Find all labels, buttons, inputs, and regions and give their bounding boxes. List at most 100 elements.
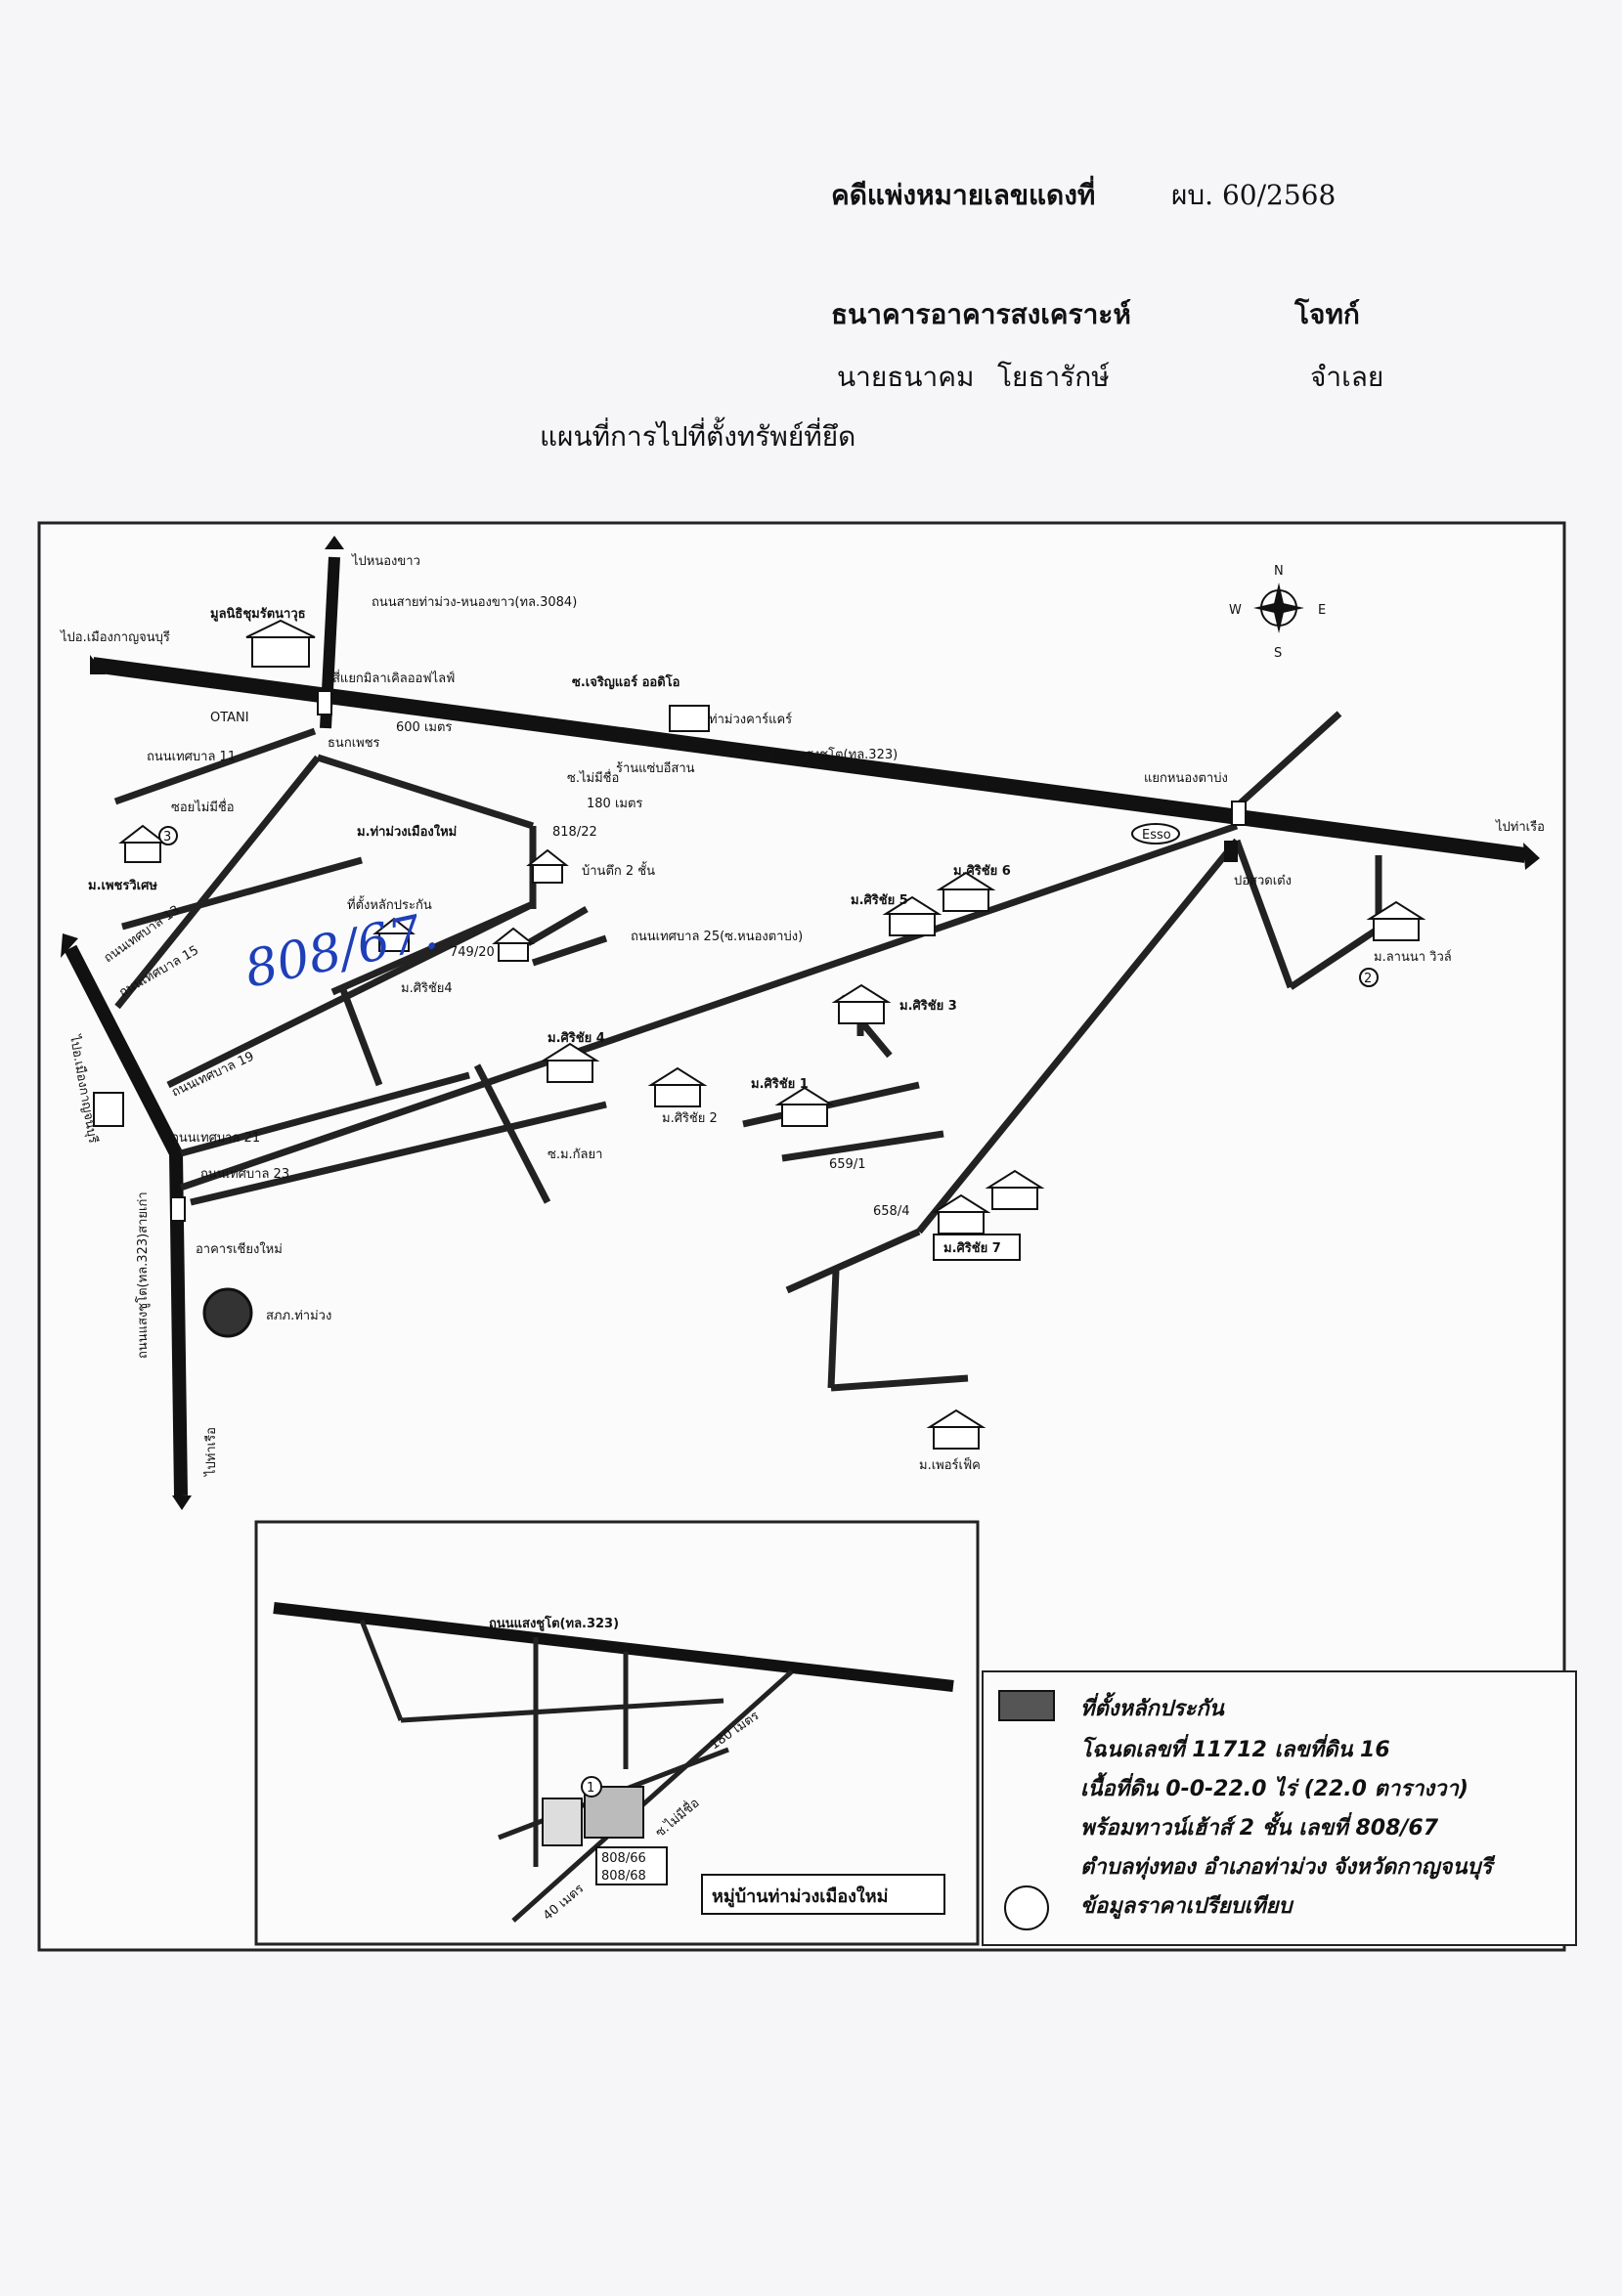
house-icon <box>540 1042 600 1083</box>
map-label: 1 <box>587 1781 594 1796</box>
legend-location: ตำบลทุ่งทอง อำเภอท่าม่วง จังหวัดกาญจนบุร… <box>1080 1855 1493 1880</box>
label-chiang-tai: อาคารเชียงใหม่ <box>196 1241 283 1257</box>
label-phet-wiset: ม.เพชรวิเศษ <box>88 879 157 893</box>
label-siri-chai-3: ม.ศิริชัย 3 <box>899 999 957 1014</box>
label-siri-chai-7: ม.ศิริชัย 7 <box>943 1241 1001 1256</box>
label-siri-chai-2: ม.ศิริชัย 2 <box>662 1111 718 1126</box>
house-icon <box>926 1408 986 1450</box>
house-icon <box>647 1066 708 1107</box>
label-tha-muang-mueang-mai: ม.ท่าม่วงเมืองใหม่ <box>357 823 457 840</box>
legend-hatch-swatch <box>998 1690 1055 1721</box>
label-soi: ซ.ไม่มีชื่อ <box>567 769 619 786</box>
case-label: คดีแพ่งหมายเลขแดงที่ <box>831 179 1096 211</box>
inset-highway <box>273 1602 954 1692</box>
legend-title: ที่ตั้งหลักประกัน <box>1080 1697 1224 1721</box>
house-icon <box>118 824 167 863</box>
gas-station-icon <box>1224 841 1238 862</box>
label-to-tha-ruea-bottom: ไปท่าเรือ <box>203 1427 219 1477</box>
esso-sign-icon <box>1131 823 1180 845</box>
case-number: ผบ. 60/2568 <box>1171 179 1337 211</box>
label-siri-chai-4: ม.ศิริชัย 4 <box>548 1031 605 1046</box>
label-thetsaban-23: ถนนเทศบาล 23 <box>200 1167 289 1182</box>
defendant-role: จำเลย <box>1310 361 1384 393</box>
label-gas-station: ปอสวดเต๋ง <box>1234 874 1292 888</box>
house-icon <box>985 1169 1045 1210</box>
inset-village-box <box>701 1874 945 1915</box>
legend-circle-swatch <box>1004 1885 1049 1930</box>
traffic-light-icon <box>170 1196 186 1222</box>
label-esso: Esso <box>1142 828 1171 843</box>
traffic-light-icon <box>317 690 332 715</box>
map-label: E <box>1318 603 1326 618</box>
building-icon <box>669 705 710 732</box>
legend-building: พร้อมทาวน์เฮ้าส์ 2 ชั้น เลขที่ 808/67 <box>1080 1816 1439 1841</box>
label-siri-chai-6: ม.ศิริชัย 6 <box>953 864 1011 879</box>
label-foundation: มูลนิธิชุมรัตนาวุธ <box>210 607 306 622</box>
arrow-north-icon <box>325 536 344 549</box>
house-icon <box>373 917 416 952</box>
label-bank: ธนกเพชร <box>328 736 380 751</box>
label-749-20: 749/20 <box>450 945 495 960</box>
house-icon <box>882 895 943 936</box>
label-otani: OTANI <box>210 711 249 725</box>
label-intersection: สี่แยกมิลาเคิลออฟไลฟ์ <box>332 670 455 686</box>
highway-323-old <box>64 944 188 1496</box>
arrow-south-icon <box>172 1495 192 1510</box>
house-icon <box>526 848 569 884</box>
legend-comparison: ข้อมูลราคาเปรียบเทียบ <box>1080 1894 1293 1919</box>
plaintiff-name: ธนาคารอาคารสงเคราะห์ <box>831 298 1131 330</box>
arrow-east-icon <box>1523 843 1540 870</box>
inset-plot-808-68: 808/68 <box>601 1869 646 1884</box>
defendant-name: นายธนาคม <box>837 361 975 393</box>
map-label: S <box>1274 646 1282 661</box>
inset-plots-left <box>542 1798 583 1846</box>
label-car-care: ท่าม่วงคาร์แคร์ <box>709 712 792 727</box>
label-collateral: ที่ตั้งหลักประกัน <box>347 895 432 913</box>
label-thetsaban-21: ถนนเทศบาล 21 <box>171 1131 260 1146</box>
house-icon <box>931 1193 991 1235</box>
house-icon <box>831 983 892 1024</box>
legend-box <box>982 1670 1577 1946</box>
label-lan-na: ม.ลานนา วิวล์ <box>1374 949 1452 965</box>
plaintiff-role: โจทก์ <box>1294 298 1360 330</box>
label-road-323-top: ถนนแสงชูโต(ทล.323) <box>772 747 898 762</box>
label-road-323-old: ถนนแสงชูโต(ทล.323)สายเก่า <box>135 1191 151 1359</box>
label-siri-chai-1: ม.ศิริชัย 1 <box>751 1077 809 1092</box>
label-soi-kanya: ซ.ม.กัลยา <box>548 1148 602 1162</box>
label-thetsaban-25: ถนนเทศบาล 25(ซ.หนองตาบ่ง) <box>631 930 803 944</box>
map-label: W <box>1229 603 1242 618</box>
defendant-surname: โยธารักษ์ <box>997 361 1110 393</box>
inset-plot-808-66: 808/66 <box>601 1851 646 1866</box>
compass-icon: N S W E <box>1229 564 1326 661</box>
inset-road-label: ถนนแสงชูโต(ทล.323) <box>489 1615 619 1631</box>
label-thetsaban-11: ถนนเทศบาล 11 <box>147 750 236 764</box>
label-nong-ta-rang: แยกหนองตาบ่ง <box>1144 771 1228 786</box>
house-icon <box>774 1086 835 1127</box>
label-siri-chai-5: ม.ศิริชัย 5 <box>851 893 908 908</box>
label-road-3084: ถนนสายท่าม่วง-หนองขาว(ทล.3084) <box>372 595 577 610</box>
house-icons <box>118 619 1426 1450</box>
legend-deed: โฉนดเลขที่ 11712 เลขที่ดิน 16 <box>1080 1738 1390 1762</box>
temple-sign-icon <box>93 1092 124 1127</box>
siri-chai-7-box <box>933 1234 1021 1261</box>
marker-2-icon <box>1359 968 1379 987</box>
map-label: 3 <box>163 830 171 845</box>
label-818-22: 818/22 <box>552 825 597 840</box>
label-to-kanchanaburi: ไปอ.เมืองกาญจนบุรี <box>60 629 170 645</box>
building-icon <box>245 619 316 668</box>
local-roads <box>113 711 1382 1392</box>
label-659-1: 659/1 <box>829 1157 865 1172</box>
map-label: 2 <box>1364 972 1372 986</box>
house-icon <box>492 927 535 962</box>
label-658-4: 658/4 <box>873 1204 909 1219</box>
label-siri-chai-4a: ม.ศิริชัย4 <box>401 981 453 996</box>
label-police: สภภ.ท่าม่วง <box>266 1309 331 1323</box>
label-the-perfect: ม.เพอร์เฟ็ค <box>919 1455 981 1473</box>
inset-marker-1-icon <box>581 1776 602 1798</box>
house-icon <box>1366 900 1426 941</box>
marker-3-icon <box>158 826 178 845</box>
label-to-tha-ruea: ไปท่าเรือ <box>1495 819 1545 835</box>
arrow-west-icon <box>90 655 106 674</box>
map-label: N <box>1274 564 1284 579</box>
